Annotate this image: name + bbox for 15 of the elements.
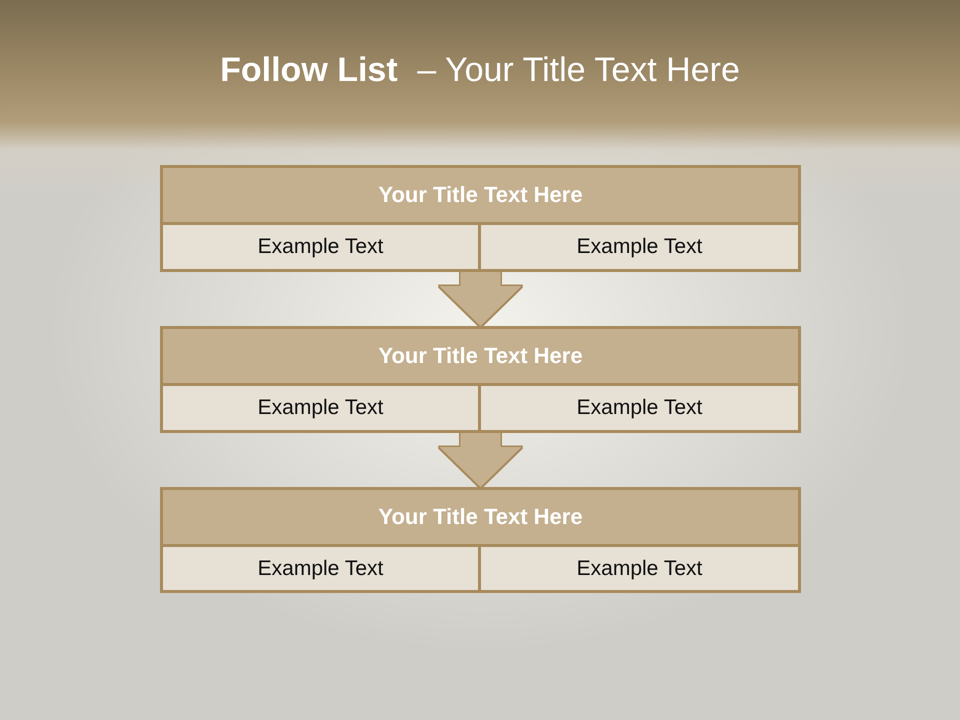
list-item: Example Text bbox=[163, 383, 481, 430]
list-item: Example Text bbox=[481, 544, 798, 590]
list-panel bbox=[160, 326, 801, 433]
list-item: Example Text bbox=[163, 222, 481, 269]
list-item: Example Text bbox=[481, 222, 798, 269]
slide-title: Follow List – Your Title Text Here bbox=[220, 51, 740, 89]
panel-heading: Your Title Text Here bbox=[377, 342, 584, 370]
panel-heading: Your Title Text Here bbox=[377, 181, 584, 209]
list-panel bbox=[160, 165, 801, 272]
list-item: Example Text bbox=[481, 383, 798, 430]
block-arrow bbox=[440, 272, 522, 326]
block-arrow bbox=[440, 433, 522, 487]
list-panel bbox=[160, 487, 801, 593]
list-item: Example Text bbox=[163, 544, 481, 590]
panel-heading: Your Title Text Here bbox=[377, 503, 584, 531]
